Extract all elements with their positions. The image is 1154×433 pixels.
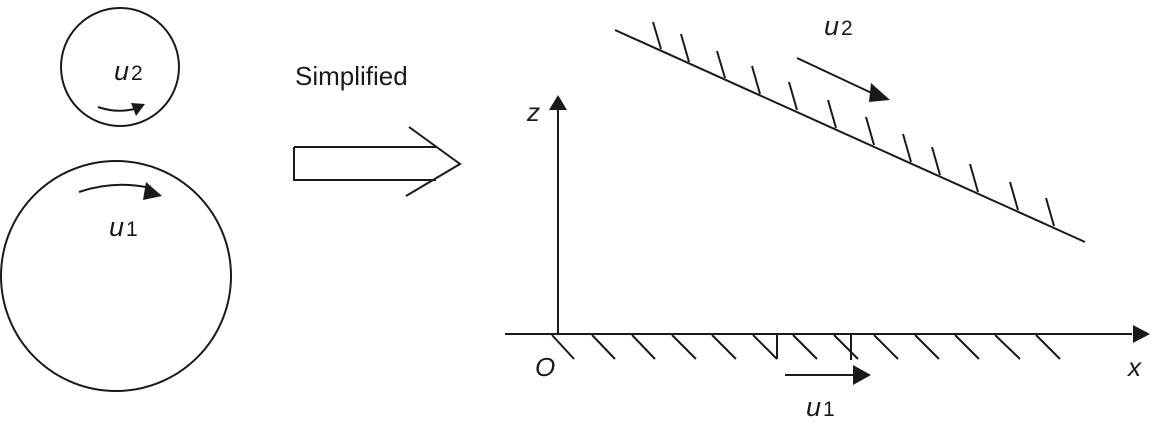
block-arrow-icon: [293, 126, 462, 197]
x-axis-label: x: [1126, 352, 1142, 382]
lower-roller-rotation-arrow: [78, 183, 151, 193]
lower-surface-velocity: u1: [785, 365, 871, 422]
arrowhead-icon: [869, 83, 890, 102]
x-axis-arrowhead-icon: [1133, 325, 1150, 343]
upper-surface-velocity-arrow: [796, 57, 877, 96]
arrowhead-icon: [131, 103, 145, 116]
coordinate-axes: z x O: [505, 95, 1150, 382]
upper-surface-line: [614, 29, 1086, 243]
origin-label: O: [535, 352, 555, 382]
arrowhead-icon: [143, 182, 162, 200]
upper-roller: u2: [60, 7, 180, 127]
lower-surface-hatching: [551, 334, 1061, 360]
z-axis-label: z: [526, 97, 540, 127]
upper-surface-hatching: [652, 21, 1055, 227]
upper-roller-velocity-label: u2: [114, 56, 143, 86]
lower-roller-velocity-label: u1: [109, 212, 138, 242]
lower-roller: u1: [0, 160, 232, 392]
upper-surface-velocity-label: u2: [824, 11, 853, 41]
simplified-label: Simplified: [295, 61, 408, 91]
upper-inclined-surface: u2: [614, 11, 1086, 243]
arrowhead-icon: [853, 365, 871, 385]
upper-roller-rotation-arrow: [97, 106, 139, 112]
z-axis-arrowhead-icon: [549, 95, 567, 110]
lower-surface-velocity-label: u1: [806, 392, 835, 422]
